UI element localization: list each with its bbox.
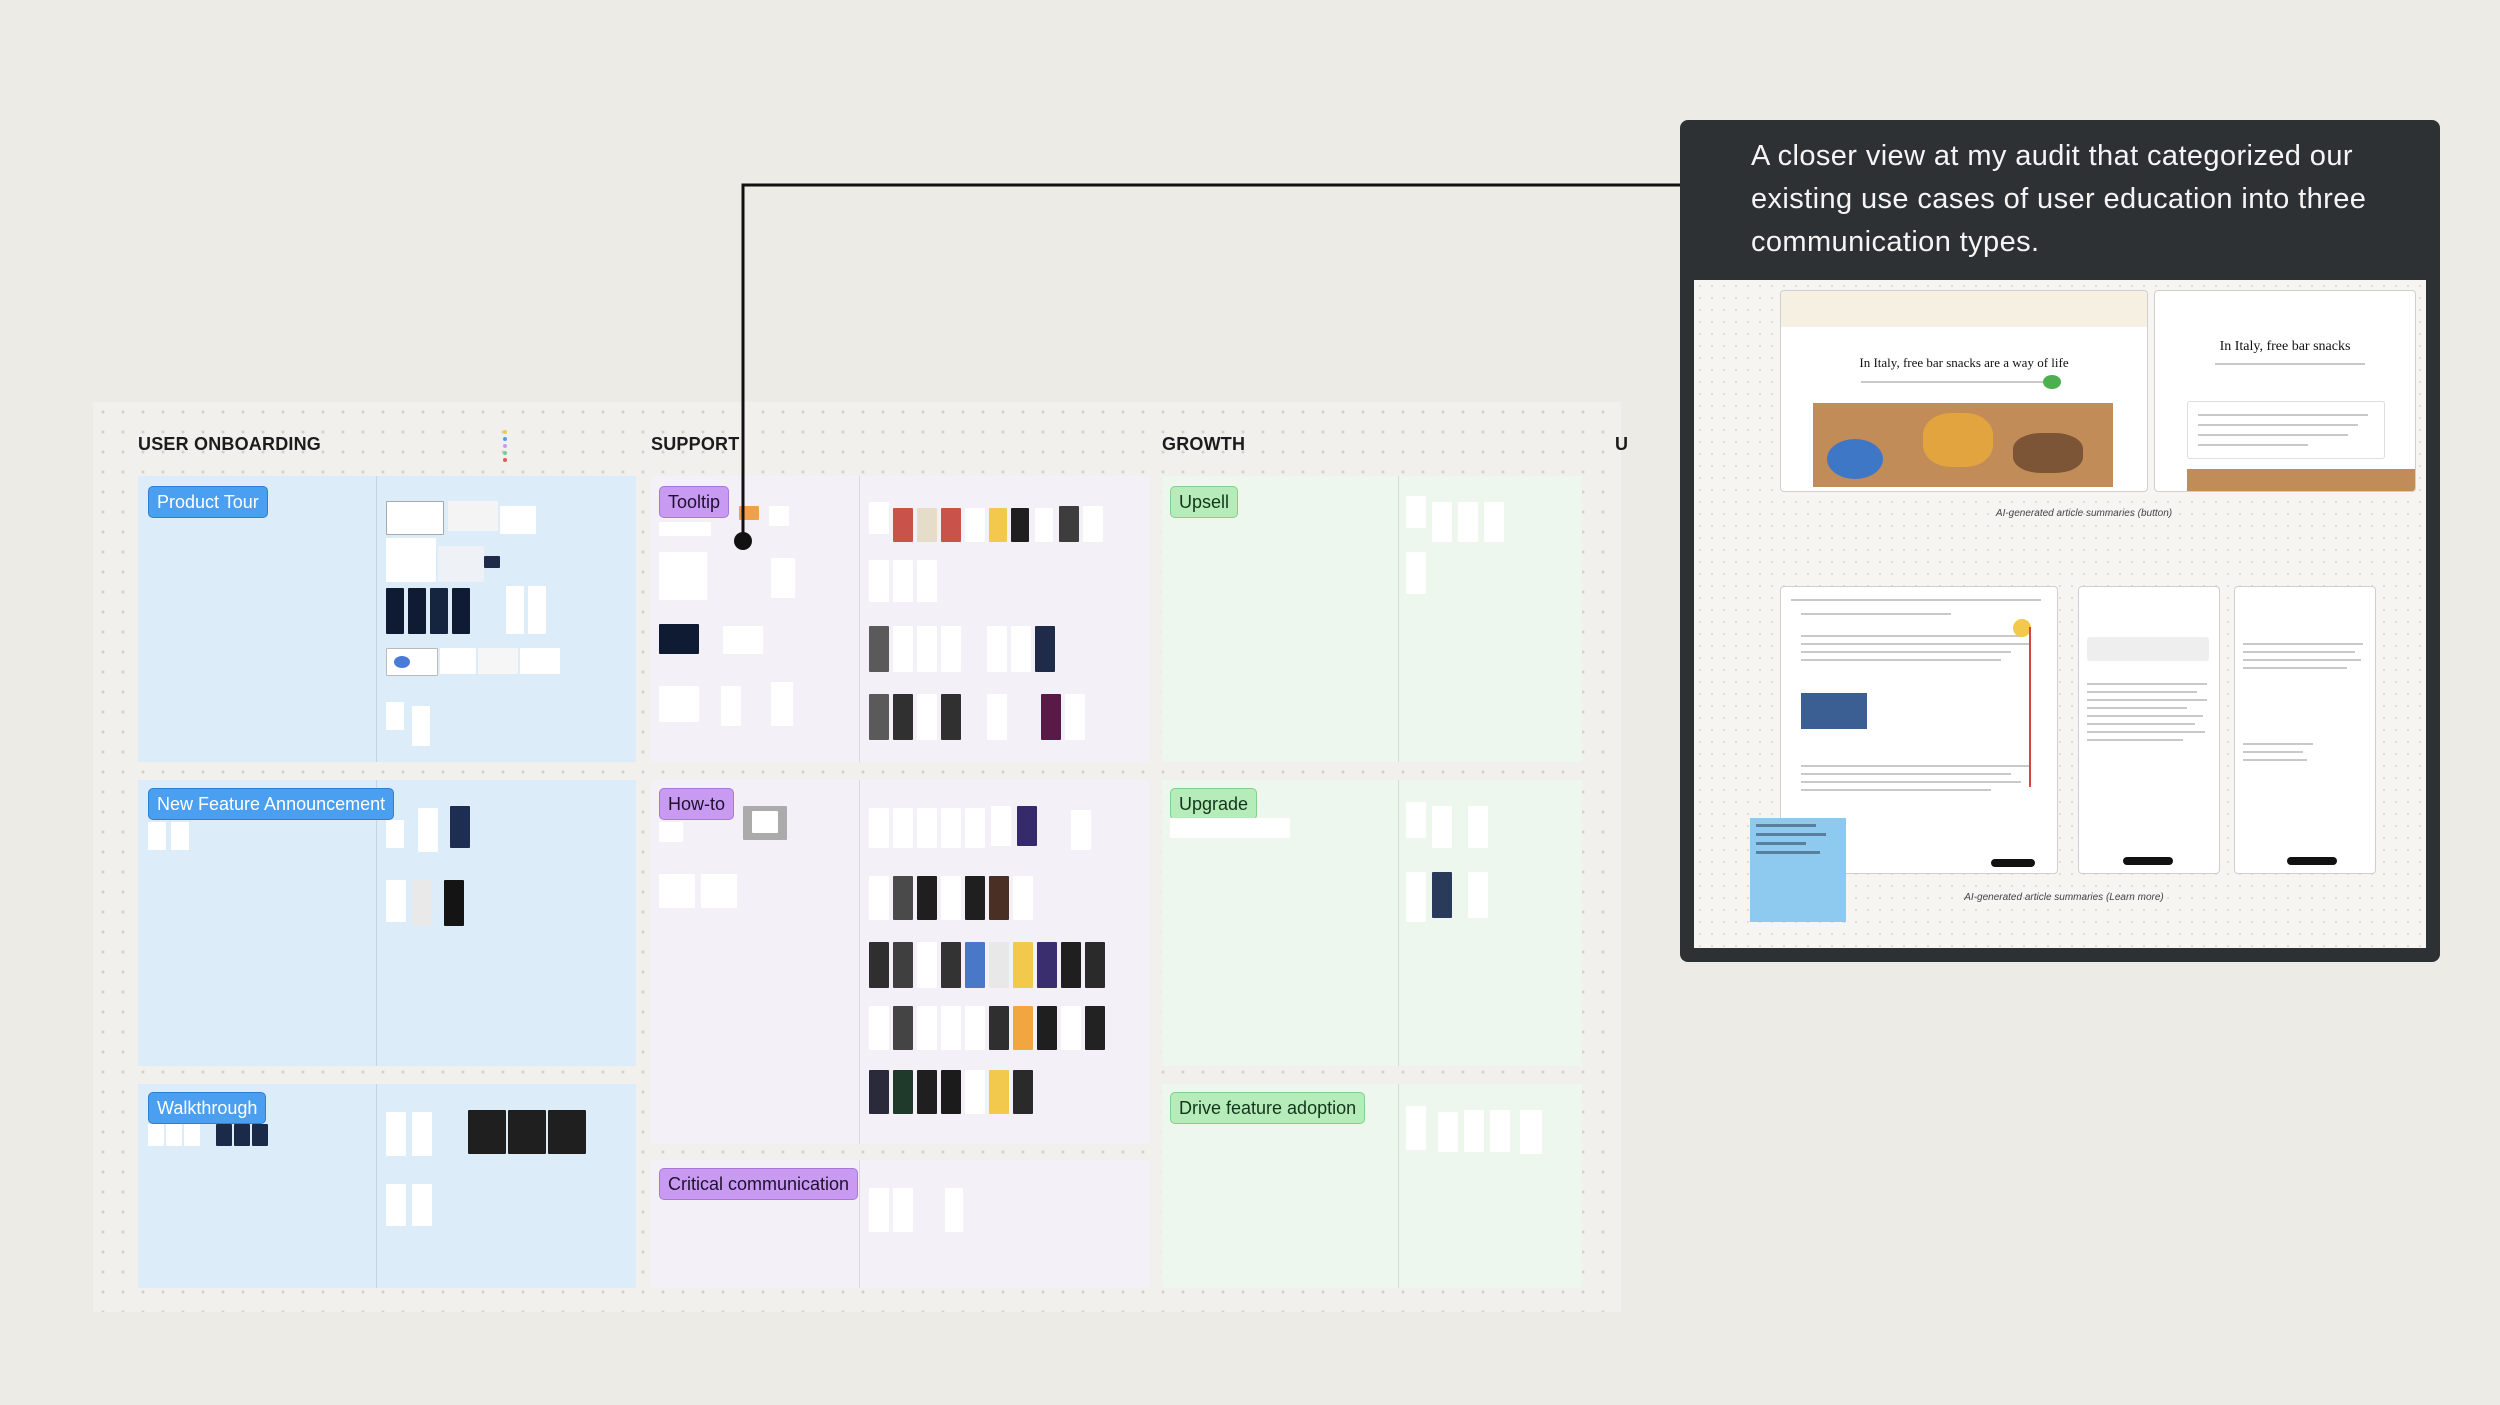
article-preview-desktop: [1780, 586, 2058, 874]
article-preview-mobile-1: [2078, 586, 2220, 874]
section-product-tour[interactable]: Product Tour: [138, 476, 636, 762]
tag-drive-feature-adoption[interactable]: Drive feature adoption: [1170, 1092, 1366, 1124]
article-preview-mobile-2: [2234, 586, 2376, 874]
article-headline-1: In Italy, free bar snacks are a way of l…: [1859, 355, 2069, 370]
column-title-support: SUPPORT: [651, 434, 740, 454]
article-preview-1: In Italy, free bar snacks are a way of l…: [1780, 290, 2148, 492]
caption-top: AI-generated article summaries (button): [1995, 508, 2173, 519]
section-drive-feature-adoption[interactable]: Drive feature adoption: [1162, 1084, 1582, 1288]
tag-product-tour[interactable]: Product Tour: [148, 486, 268, 518]
article-preview-2: In Italy, free bar snacks: [2154, 290, 2416, 492]
column-title-growth: GROWTH: [1162, 434, 1246, 454]
tag-critical-communication[interactable]: Critical communication: [659, 1168, 859, 1200]
section-walkthrough[interactable]: Walkthrough: [138, 1084, 636, 1288]
annotation-note[interactable]: A closer view at my audit that categoriz…: [1680, 120, 2440, 962]
article-headline-2: In Italy, free bar snacks: [2219, 339, 2351, 354]
section-upgrade[interactable]: Upgrade: [1162, 780, 1582, 1066]
section-new-feature-announcement[interactable]: New Feature Announcement: [138, 780, 636, 1066]
legend-dots: [503, 430, 525, 466]
tag-upgrade[interactable]: Upgrade: [1170, 788, 1258, 820]
caption-bottom: AI-generated article summaries (Learn mo…: [1964, 892, 2164, 903]
note-zoomed-canvas: In Italy, free bar snacks are a way of l…: [1694, 280, 2426, 948]
audit-board[interactable]: USER ONBOARDING SUPPORT GROWTH U Product…: [93, 402, 1628, 1312]
tag-how-to[interactable]: How-to: [659, 788, 735, 820]
section-tooltip[interactable]: Tooltip: [651, 476, 1149, 762]
tag-walkthrough[interactable]: Walkthrough: [148, 1092, 267, 1124]
tag-new-feature-announcement[interactable]: New Feature Announcement: [148, 788, 395, 820]
note-text: A closer view at my audit that categoriz…: [1751, 140, 2367, 258]
section-upsell[interactable]: Upsell: [1162, 476, 1582, 762]
section-how-to[interactable]: How-to: [651, 780, 1149, 1144]
tag-tooltip[interactable]: Tooltip: [659, 486, 730, 518]
sticky-note: [1750, 818, 1846, 922]
section-critical-communication[interactable]: Critical communication: [651, 1160, 1149, 1288]
tag-upsell[interactable]: Upsell: [1170, 486, 1239, 518]
column-title-user-onboarding: USER ONBOARDING: [138, 434, 322, 454]
column-title-cutoff: U: [1615, 434, 1629, 454]
